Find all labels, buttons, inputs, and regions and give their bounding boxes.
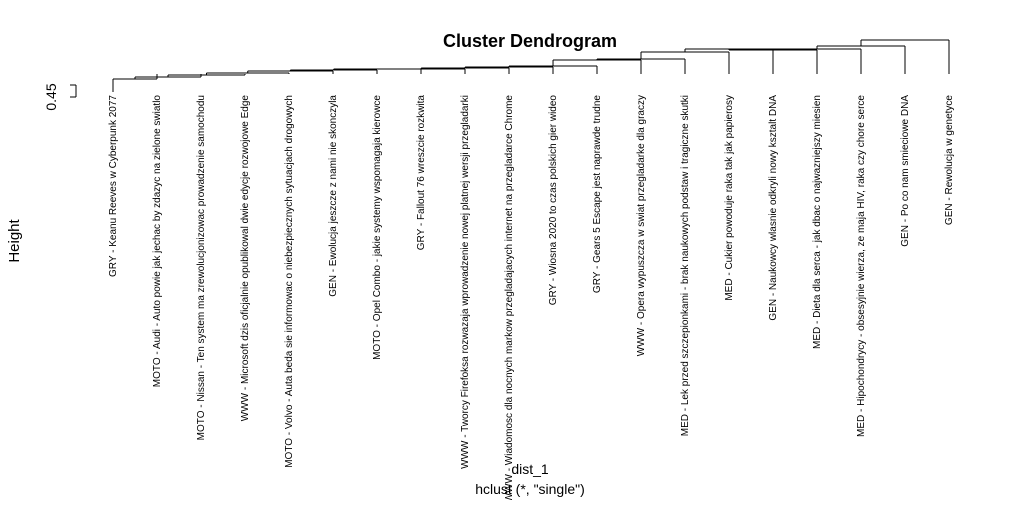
- chart-title: Cluster Dendrogram: [443, 31, 617, 51]
- leaf-labels: GRY - Keanu Reeves w Cyberpunk 2077 MOTO …: [108, 95, 955, 503]
- leaf-label: MOTO - Opel Combo - jakie systemy wspoma…: [372, 95, 383, 360]
- leaf-label: GRY - Wiosna 2020 to czas polskich gier …: [548, 95, 559, 306]
- leaf-label: MOTO - Nissan - Ten system ma zrewolucjo…: [196, 95, 207, 440]
- leaf-label: MOTO - Volvo - Auta beda sie informowac …: [284, 95, 295, 468]
- leaf-label: GRY - Keanu Reeves w Cyberpunk 2077: [108, 95, 119, 277]
- leaf-label: WWW - Microsoft dzis oficjalnie opubliko…: [240, 95, 251, 422]
- leaf-label: GEN - Naukowcy wlasnie odkryli nowy kszt…: [768, 95, 779, 321]
- leaf-label: MOTO - Audi - Auto powie jak jechac by z…: [152, 95, 163, 388]
- leaf-label: GRY - Gears 5 Escape jest naprawde trudn…: [592, 95, 603, 294]
- method-label: hclust (*, "single"): [475, 481, 585, 497]
- y-axis-title: Height: [6, 218, 23, 262]
- leaf-label: GRY - Fallout 76 wreszcie rozkwita: [416, 95, 427, 251]
- leaf-label: WWW - Wiadomosc dla nocnych markow przeg…: [504, 95, 515, 500]
- leaf-label: WWW - Tworcy Firefoksa rozwazaja wprowad…: [460, 95, 471, 469]
- leaf-label: MED - Hipochondrycy - obsesyjnie wierza,…: [856, 95, 867, 437]
- leaf-label: WWW - Opera wypuszcza w swiat przegladar…: [636, 95, 647, 356]
- leaf-label: GEN - Po co nam smieciowe DNA: [900, 95, 911, 247]
- leaf-label: MED - Dieta dla serca - jak dbac o najwa…: [812, 95, 823, 349]
- dendrogram-branches: [112, 39, 950, 92]
- leaf-label: MED - Lek przed szczepionkami - brak nau…: [680, 95, 691, 436]
- leaf-label: GEN - Rewolucja w genetyce: [944, 95, 955, 225]
- leaf-label: GEN - Ewolucja jeszcze z nami nie skoncz…: [328, 95, 339, 297]
- y-tick-label: 0.45: [43, 83, 59, 110]
- leaf-label: MED - Cukier powoduje raka tak jak papie…: [724, 95, 735, 301]
- x-axis-title: dist_1: [511, 461, 549, 477]
